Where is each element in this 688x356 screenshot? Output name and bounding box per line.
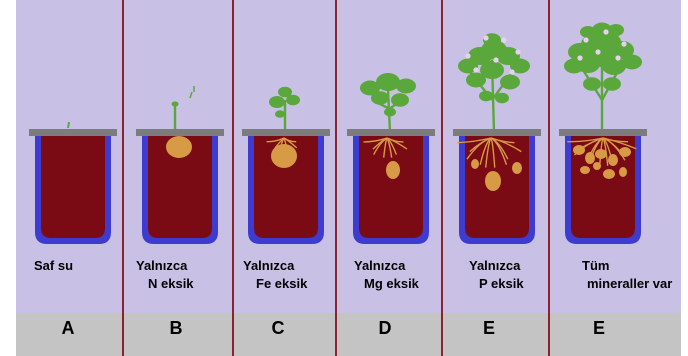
pot-rim bbox=[559, 129, 647, 136]
sprout bbox=[190, 92, 192, 98]
plant-e1 bbox=[446, 0, 546, 135]
tuber bbox=[595, 149, 607, 159]
band-divider bbox=[335, 313, 337, 356]
caption-e2: Tüm mineraller var bbox=[582, 257, 672, 293]
caption-d: Yalnızca Mg eksik bbox=[354, 257, 419, 293]
leaf bbox=[608, 24, 624, 36]
leaf bbox=[172, 101, 179, 106]
caption-c-line2: Fe eksik bbox=[256, 275, 307, 293]
pot-rim bbox=[347, 129, 435, 136]
leaf bbox=[396, 79, 416, 94]
pot-rim bbox=[453, 129, 541, 136]
pot-a bbox=[23, 128, 123, 248]
caption-b: Yalnızca N eksik bbox=[136, 257, 194, 293]
leaf bbox=[278, 87, 292, 98]
tuber bbox=[580, 166, 590, 174]
letter-c: C bbox=[258, 318, 298, 339]
pot-e1 bbox=[447, 128, 547, 248]
tuber bbox=[386, 161, 400, 179]
tuber bbox=[512, 162, 522, 174]
leaf bbox=[384, 108, 396, 117]
tuber bbox=[619, 147, 631, 157]
tuber bbox=[271, 144, 297, 168]
flower bbox=[615, 55, 620, 60]
flower bbox=[493, 57, 498, 62]
caption-e2-line2: mineraller var bbox=[587, 275, 672, 293]
caption-a: Saf su bbox=[34, 257, 73, 275]
band-divider bbox=[548, 313, 550, 356]
flower bbox=[509, 69, 514, 74]
leaf bbox=[376, 73, 400, 91]
caption-a-line1: Saf su bbox=[34, 257, 73, 275]
letter-e1: E bbox=[469, 318, 509, 339]
tuber bbox=[593, 162, 601, 170]
plant-e2 bbox=[552, 0, 652, 135]
tuber bbox=[573, 145, 585, 155]
leaf bbox=[391, 93, 409, 107]
caption-d-line2: Mg eksik bbox=[364, 275, 419, 293]
caption-e2-line1: Tüm bbox=[582, 257, 672, 275]
leaf bbox=[480, 61, 504, 79]
caption-e1-line1: Yalnızca bbox=[469, 257, 524, 275]
tuber bbox=[166, 136, 192, 158]
leaf bbox=[590, 49, 614, 67]
caption-e1: Yalnızca P eksik bbox=[469, 257, 524, 293]
pot-e2 bbox=[553, 128, 653, 248]
column-divider bbox=[548, 0, 550, 313]
flower bbox=[621, 41, 626, 46]
pot-rim bbox=[242, 129, 330, 136]
pot-d bbox=[341, 128, 441, 248]
plant-b bbox=[128, 0, 228, 135]
plant-c bbox=[235, 0, 335, 135]
leaf bbox=[500, 75, 520, 90]
band-divider bbox=[441, 313, 443, 356]
column-divider bbox=[441, 0, 443, 313]
flower bbox=[603, 29, 608, 34]
tuber bbox=[608, 154, 618, 166]
letter-a: A bbox=[48, 318, 88, 339]
flower bbox=[515, 49, 520, 54]
flower bbox=[577, 55, 582, 60]
letter-b: B bbox=[156, 318, 196, 339]
flower bbox=[501, 37, 506, 42]
plant-d bbox=[340, 0, 440, 135]
tuber bbox=[471, 159, 479, 169]
flower bbox=[483, 35, 488, 40]
leaf bbox=[603, 77, 621, 91]
band-divider bbox=[232, 313, 234, 356]
pot-rim bbox=[136, 129, 224, 136]
letter-e2: E bbox=[579, 318, 619, 339]
leaf bbox=[479, 91, 493, 102]
leaf bbox=[275, 110, 285, 118]
caption-c: Yalnızca Fe eksik bbox=[243, 257, 307, 293]
flower bbox=[595, 49, 600, 54]
flower bbox=[583, 37, 588, 42]
tuber bbox=[619, 167, 627, 177]
column-divider bbox=[232, 0, 234, 313]
leaf bbox=[371, 91, 389, 105]
leaf bbox=[269, 96, 285, 108]
leaf bbox=[583, 77, 601, 91]
band-divider bbox=[122, 313, 124, 356]
tuber bbox=[585, 152, 595, 164]
caption-b-line2: N eksik bbox=[148, 275, 194, 293]
pot-rim bbox=[29, 129, 117, 136]
leaf bbox=[495, 93, 509, 104]
tuber bbox=[603, 169, 615, 179]
flower bbox=[473, 67, 478, 72]
flower bbox=[465, 53, 470, 58]
tuber bbox=[485, 171, 501, 191]
pot-c bbox=[236, 128, 336, 248]
caption-c-line1: Yalnızca bbox=[243, 257, 307, 275]
pot-soil bbox=[41, 136, 105, 238]
letter-d: D bbox=[365, 318, 405, 339]
plant-a bbox=[20, 0, 120, 135]
leaf bbox=[580, 26, 596, 38]
caption-b-line1: Yalnızca bbox=[136, 257, 194, 275]
caption-d-line1: Yalnızca bbox=[354, 257, 419, 275]
caption-e1-line2: P eksik bbox=[479, 275, 524, 293]
pot-b bbox=[130, 128, 230, 248]
